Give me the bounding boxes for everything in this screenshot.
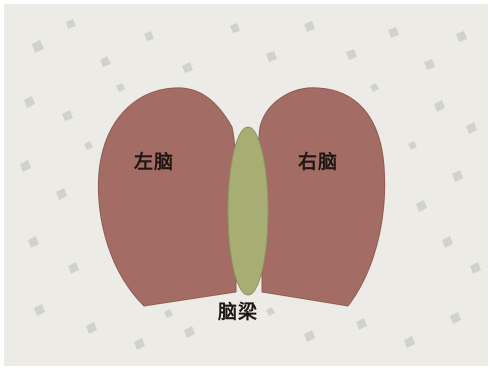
- corpus-callosum-label: 脑梁: [218, 297, 258, 324]
- corpus-callosum: [228, 127, 268, 295]
- diagram-canvas: 左脑 右脑 脑梁: [4, 4, 488, 366]
- left-hemisphere: [98, 88, 236, 306]
- right-brain-label: 右脑: [298, 147, 338, 174]
- right-hemisphere: [259, 88, 385, 306]
- left-brain-label: 左脑: [134, 147, 174, 174]
